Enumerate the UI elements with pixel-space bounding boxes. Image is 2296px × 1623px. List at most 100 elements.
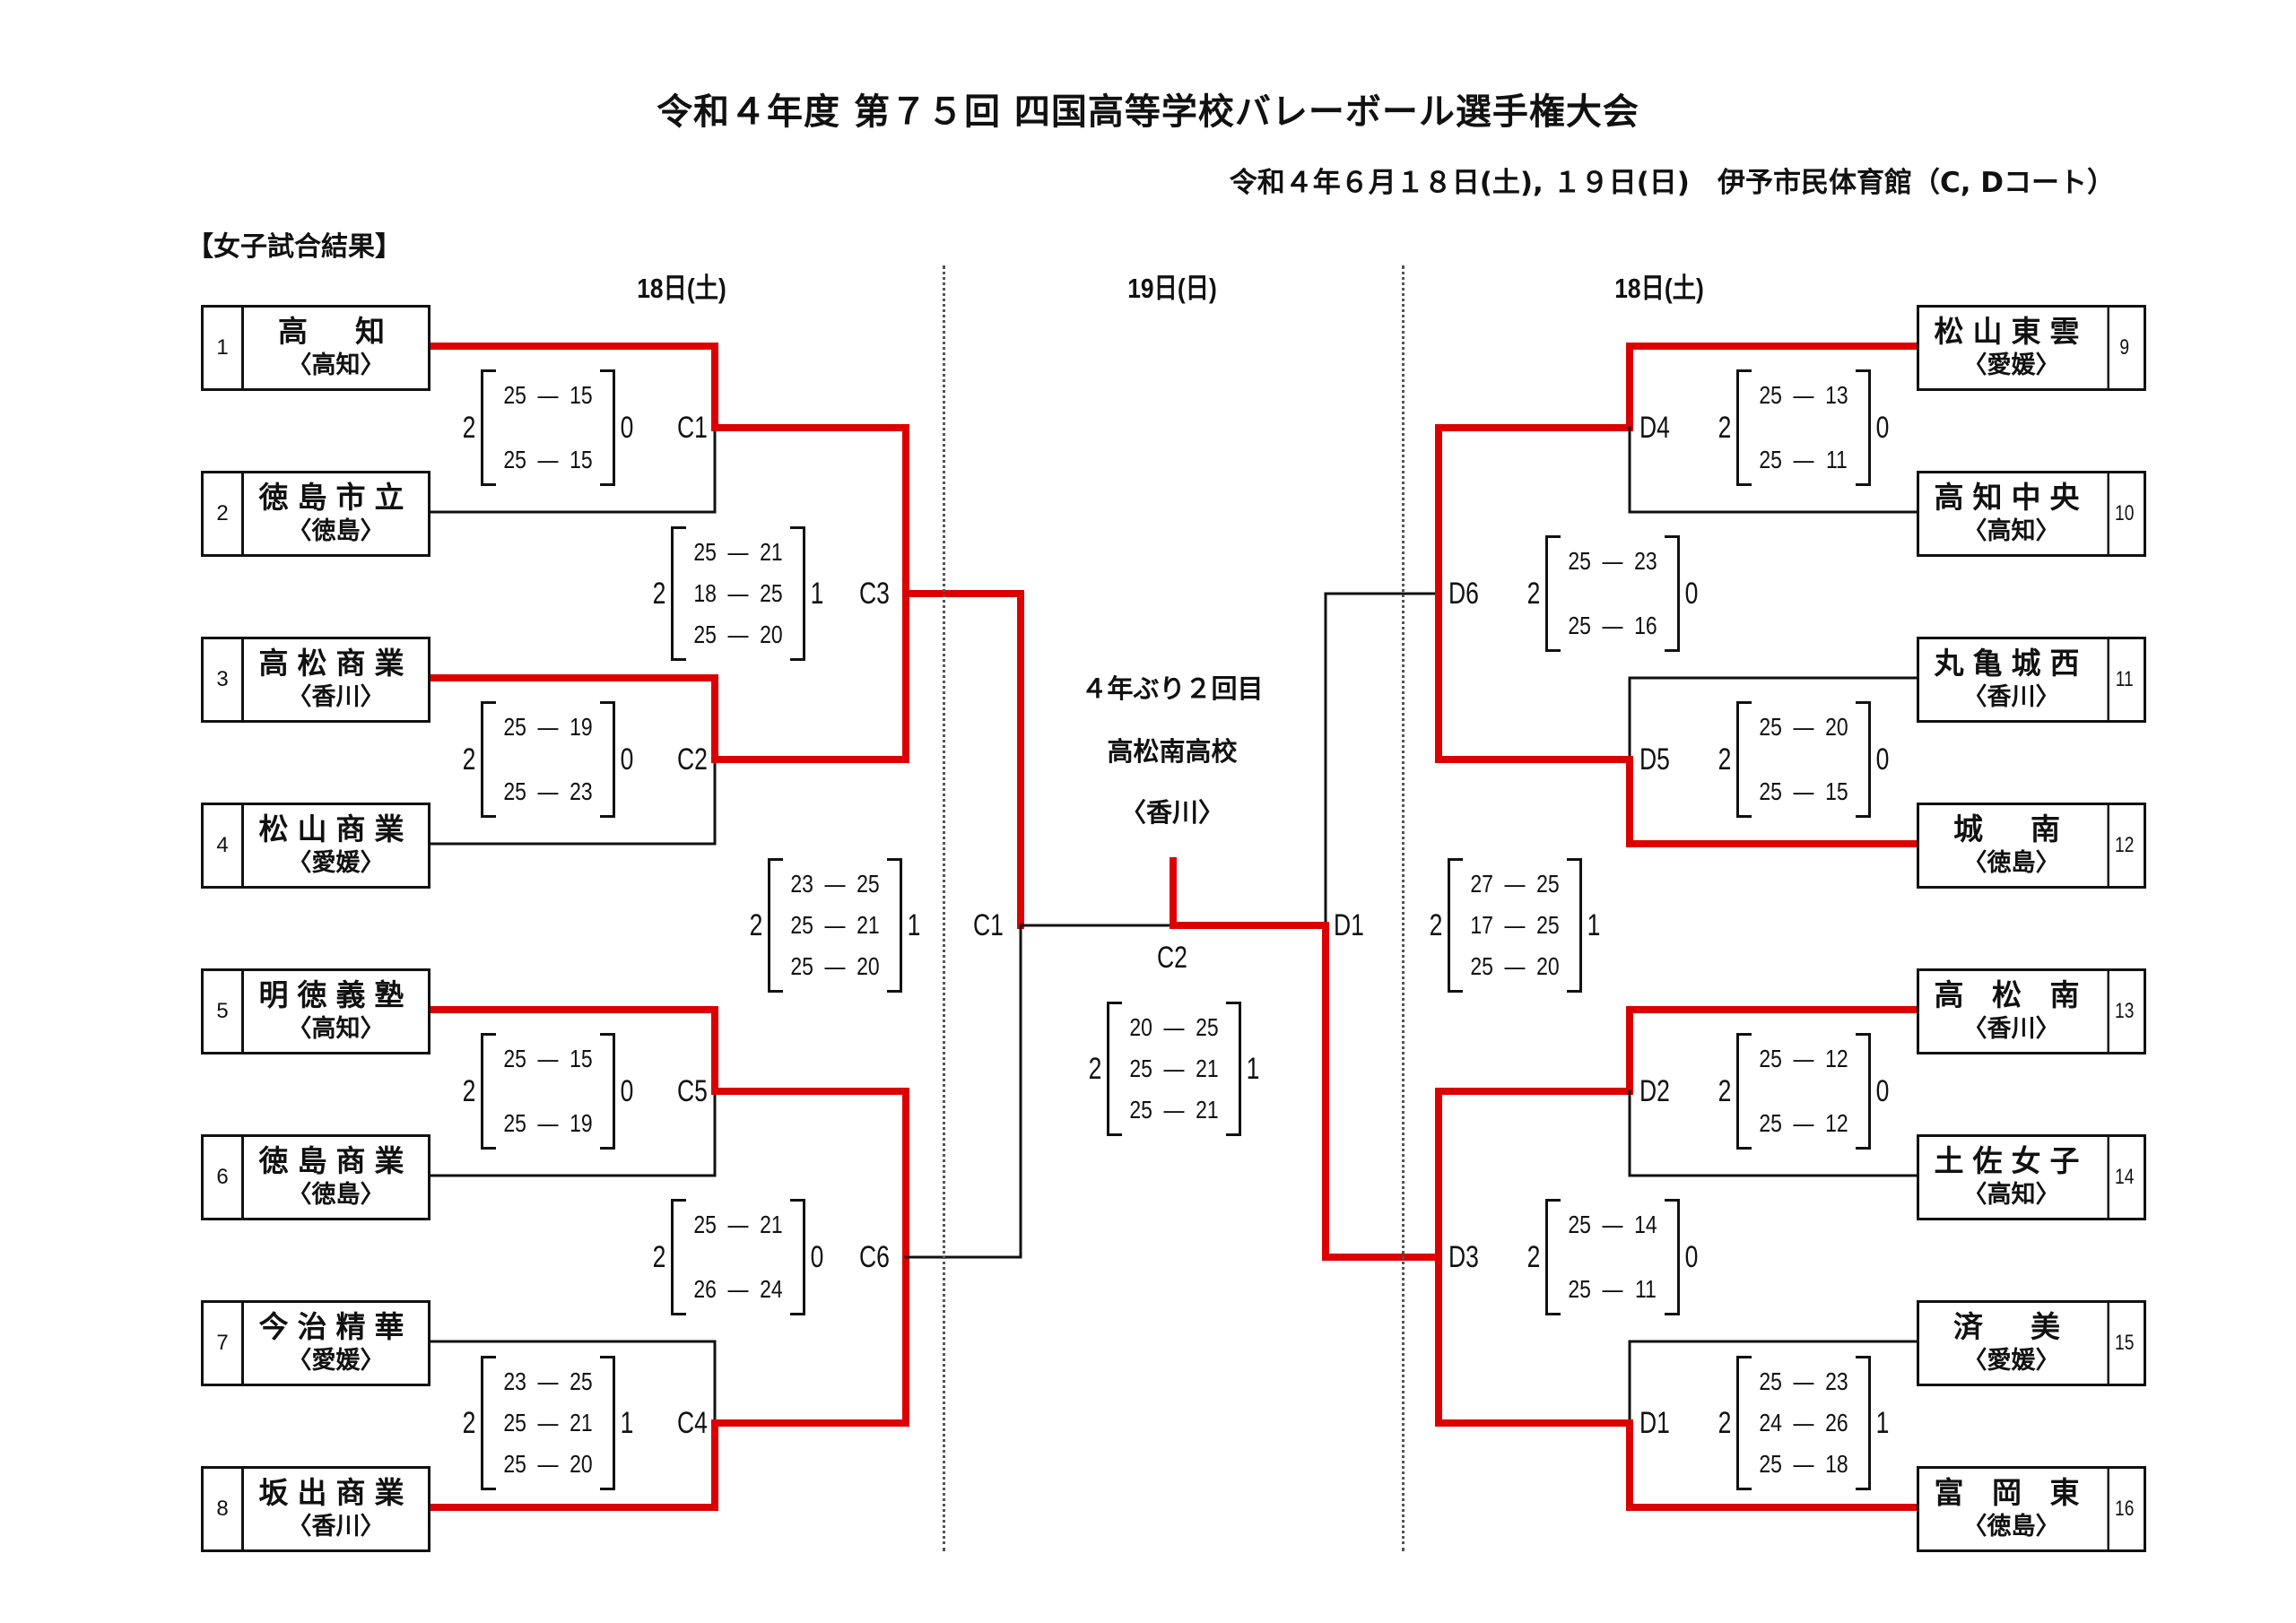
set-dash: — xyxy=(1793,1450,1814,1478)
set-dash: — xyxy=(727,1211,749,1238)
school-name: 丸亀城西 xyxy=(1934,646,2089,681)
champion-note: ４年ぶり２回目 xyxy=(1081,673,1264,704)
set-dash: — xyxy=(1163,1096,1185,1124)
champion-prefecture: 〈香川〉 xyxy=(1119,797,1224,828)
set-points-winner: 25 xyxy=(1759,1109,1782,1137)
sets-won-loser: 0 xyxy=(1875,410,1890,445)
set-points-loser: 19 xyxy=(570,1109,593,1137)
set-points-loser: 20 xyxy=(857,952,880,980)
set-points-loser: 12 xyxy=(1825,1045,1848,1072)
sets-won-loser: 0 xyxy=(1684,576,1699,611)
set-points-winner: 25 xyxy=(790,952,813,980)
set-score: 25—15 xyxy=(500,1038,596,1080)
set-points-loser: 13 xyxy=(1825,381,1848,409)
set-points-loser: 20 xyxy=(760,621,783,648)
set-score: 25—11 xyxy=(1756,439,1852,481)
sets-won-winner: 2 xyxy=(1718,742,1732,777)
court-label: C1 xyxy=(677,411,708,445)
set-points-loser: 15 xyxy=(570,381,593,409)
team-name-cell: 富 岡 東〈徳島〉 xyxy=(1919,1469,2103,1549)
set-points-winner: 25 xyxy=(1759,1450,1782,1478)
sets-won-loser: 0 xyxy=(620,1073,634,1108)
set-points-winner: 25 xyxy=(503,1045,526,1072)
team-name-cell: 明徳義塾〈高知〉 xyxy=(244,971,428,1052)
day-label-left: 18日(土) xyxy=(637,273,726,304)
set-points-winner: 23 xyxy=(790,870,813,898)
sets-won-loser: 1 xyxy=(1587,907,1601,942)
set-points-winner: 23 xyxy=(503,1367,526,1395)
set-points-winner: 25 xyxy=(1759,381,1782,409)
set-points-winner: 24 xyxy=(1759,1409,1782,1436)
set-dash: — xyxy=(1793,381,1814,409)
school-name: 松山商業 xyxy=(258,812,413,846)
set-dash: — xyxy=(537,1409,559,1436)
court-label: D4 xyxy=(1639,411,1670,445)
set-score: 25 — 13 xyxy=(1756,375,1852,416)
set-score: 25—21 xyxy=(1126,1048,1222,1089)
bracket-line xyxy=(1435,1088,1633,1261)
set-points-loser: 21 xyxy=(760,1211,783,1238)
court-label: D6 xyxy=(1448,577,1479,611)
set-score: 25—23 xyxy=(1756,1361,1852,1402)
sets-won-winner: 2 xyxy=(652,1239,666,1274)
sets-won-loser: 1 xyxy=(1875,1405,1890,1440)
set-score: 24—26 xyxy=(1756,1402,1852,1444)
school-name: 徳島市立 xyxy=(258,480,413,515)
sets-won-winner: 2 xyxy=(462,410,476,445)
court-label: D1 xyxy=(1639,1406,1670,1440)
set-dash: — xyxy=(537,446,559,473)
set-dash: — xyxy=(537,1109,559,1137)
set-points-winner: 26 xyxy=(693,1275,717,1303)
set-points-loser: 15 xyxy=(570,1045,593,1072)
set-dash: — xyxy=(1793,713,1814,741)
prefecture: 〈香川〉 xyxy=(1962,683,2060,711)
court-label: C4 xyxy=(677,1406,708,1440)
bracket-line xyxy=(423,343,718,431)
set-dash: — xyxy=(1793,1109,1814,1137)
set-dash: — xyxy=(537,713,559,741)
sets-won-winner: 2 xyxy=(652,576,666,611)
bracket-line xyxy=(423,674,718,763)
set-points-loser: 20 xyxy=(570,1450,593,1478)
set-points-loser: 15 xyxy=(1825,777,1848,805)
set-dash: — xyxy=(537,381,559,409)
prefecture: 〈愛媛〉 xyxy=(287,1347,385,1375)
day-divider-right xyxy=(1402,265,1405,1551)
bracket-line xyxy=(423,1419,718,1511)
team-name-cell: 高松商業〈香川〉 xyxy=(244,639,428,720)
school-name: 明徳義塾 xyxy=(258,977,413,1012)
set-score: 25—16 xyxy=(1565,605,1661,647)
prefecture: 〈香川〉 xyxy=(1962,1015,2060,1043)
set-dash: — xyxy=(1793,446,1814,473)
set-score: 18—25 xyxy=(691,573,787,614)
team-name-cell: 松山東雲〈愛媛〉 xyxy=(1919,308,2103,388)
team-name-cell: 坂出商業〈香川〉 xyxy=(244,1469,428,1549)
bracket-line xyxy=(1435,590,1633,763)
set-points-winner: 25 xyxy=(1568,612,1591,639)
set-points-winner: 25 xyxy=(503,1450,526,1478)
set-points-winner: 25 xyxy=(503,777,526,805)
seed-number: 11 xyxy=(2107,639,2140,720)
bracket-line xyxy=(425,1340,717,1425)
school-name: 済 美 xyxy=(1953,1309,2069,1344)
sets-won-loser: 0 xyxy=(620,410,634,445)
set-score: 20—25 xyxy=(1126,1007,1222,1048)
prefecture: 〈愛媛〉 xyxy=(1962,352,2060,379)
prefecture: 〈高知〉 xyxy=(287,352,385,379)
sets-won-loser: 0 xyxy=(1875,1073,1890,1108)
set-dash: — xyxy=(1793,1367,1814,1395)
set-dash: — xyxy=(1602,1211,1623,1238)
page-title: 令和４年度 第７５回 四国高等学校バレーボール選手権大会 xyxy=(657,91,1639,133)
set-points-winner: 25 xyxy=(790,911,813,939)
set-points-winner: 20 xyxy=(1129,1013,1152,1041)
